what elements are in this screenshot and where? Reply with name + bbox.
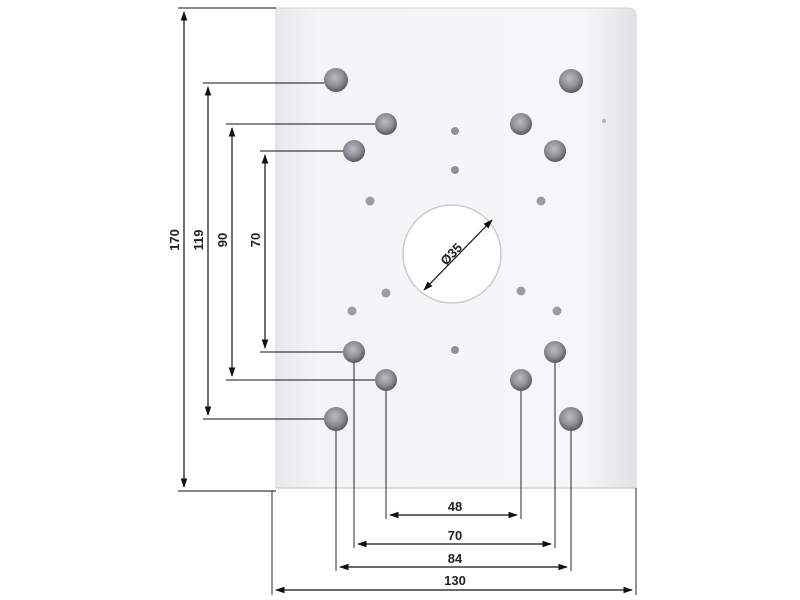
small-hole [602,119,606,123]
dimension-48: 48 [385,391,522,519]
dimension-48-label: 48 [448,499,462,514]
mount-hole [544,341,566,363]
dimension-84-label: 84 [448,551,463,566]
dimension-130: 130 [271,488,637,595]
dimension-84: 84 [335,431,572,571]
dimension-70-vertical: 70 [248,150,343,353]
mount-hole [510,113,532,135]
small-hole [516,286,526,296]
center-hole-diameter-line [423,219,493,291]
small-hole [451,127,459,135]
small-hole [451,346,459,354]
mount-hole [544,140,566,162]
small-holes [347,119,606,354]
dimension-90-label: 90 [215,233,230,247]
small-hole [552,306,562,316]
mounting-holes [324,68,583,431]
mount-hole [343,140,365,162]
mount-hole [559,69,583,93]
mount-hole [324,68,348,92]
dimension-70-horizontal: 70 [353,363,556,548]
small-hole [347,306,357,316]
dimension-170: 170 [167,7,276,492]
small-hole [536,196,546,206]
dimension-70-vertical-label: 70 [248,233,263,247]
dimension-90: 90 [215,123,375,381]
small-hole [381,288,391,298]
dimension-119: 119 [191,82,324,420]
mount-hole [559,407,583,431]
mount-hole [324,407,348,431]
small-hole [451,166,459,174]
small-hole [365,196,375,206]
dimension-130-label: 130 [444,573,466,588]
mount-hole [343,341,365,363]
mount-hole [375,369,397,391]
mount-hole [375,113,397,135]
dimension-119-label: 119 [191,230,206,251]
dimension-70-horizontal-label: 70 [448,528,462,543]
mount-hole [510,369,532,391]
dimension-170-label: 170 [167,229,182,251]
